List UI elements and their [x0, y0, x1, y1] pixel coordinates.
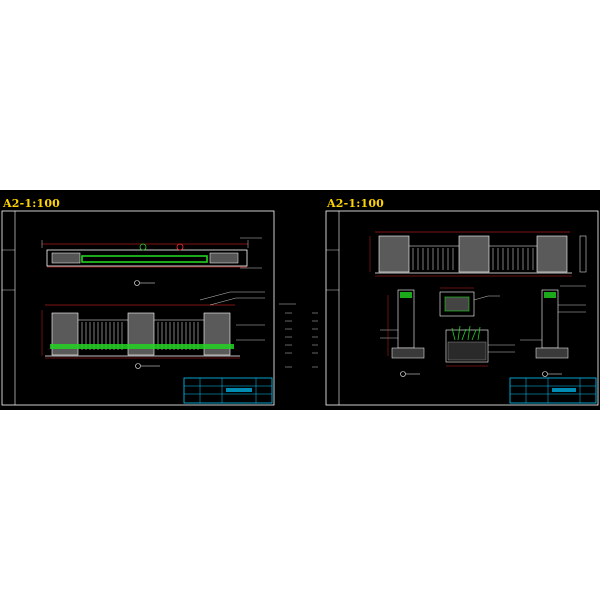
fence-slats — [412, 248, 534, 270]
right-detail-sections — [380, 287, 586, 377]
left-sheet-frame — [1, 210, 275, 406]
right-upper-elevation — [369, 231, 587, 287]
leader-line — [473, 295, 500, 301]
left-upper-elevation — [41, 237, 262, 286]
marker-icon — [176, 243, 184, 251]
stone-panel — [51, 252, 81, 264]
planter-section — [445, 329, 489, 363]
model-space-background — [0, 190, 600, 410]
stone-pillar — [536, 235, 568, 273]
marker-icon — [139, 243, 147, 251]
section-callout-icon — [400, 371, 406, 377]
wall-outline — [46, 249, 248, 267]
left-sheet — [1, 210, 318, 406]
plant-symbols — [451, 325, 481, 341]
planting-strip — [81, 255, 208, 263]
section-callout-icon — [134, 280, 140, 286]
stone-panel — [209, 252, 239, 264]
stone-pillar — [378, 235, 410, 273]
right-sheet-scale-label: A2-1:100 — [327, 197, 385, 210]
leader-lines — [199, 291, 265, 341]
footing — [391, 347, 425, 359]
left-lower-elevation — [41, 291, 265, 369]
right-title-block — [509, 377, 597, 404]
left-title-block — [183, 377, 273, 404]
planter-plan — [439, 291, 475, 317]
section-callout-icon — [542, 371, 548, 377]
right-sheet-frame — [325, 210, 599, 406]
left-sheet-scale-label: A2-1:100 — [3, 197, 61, 210]
right-sheet — [325, 210, 599, 406]
planting-band — [50, 344, 234, 349]
notes-column — [279, 303, 318, 368]
footing — [535, 347, 569, 359]
section-callout-icon — [135, 363, 141, 369]
stone-pillar — [458, 235, 490, 273]
